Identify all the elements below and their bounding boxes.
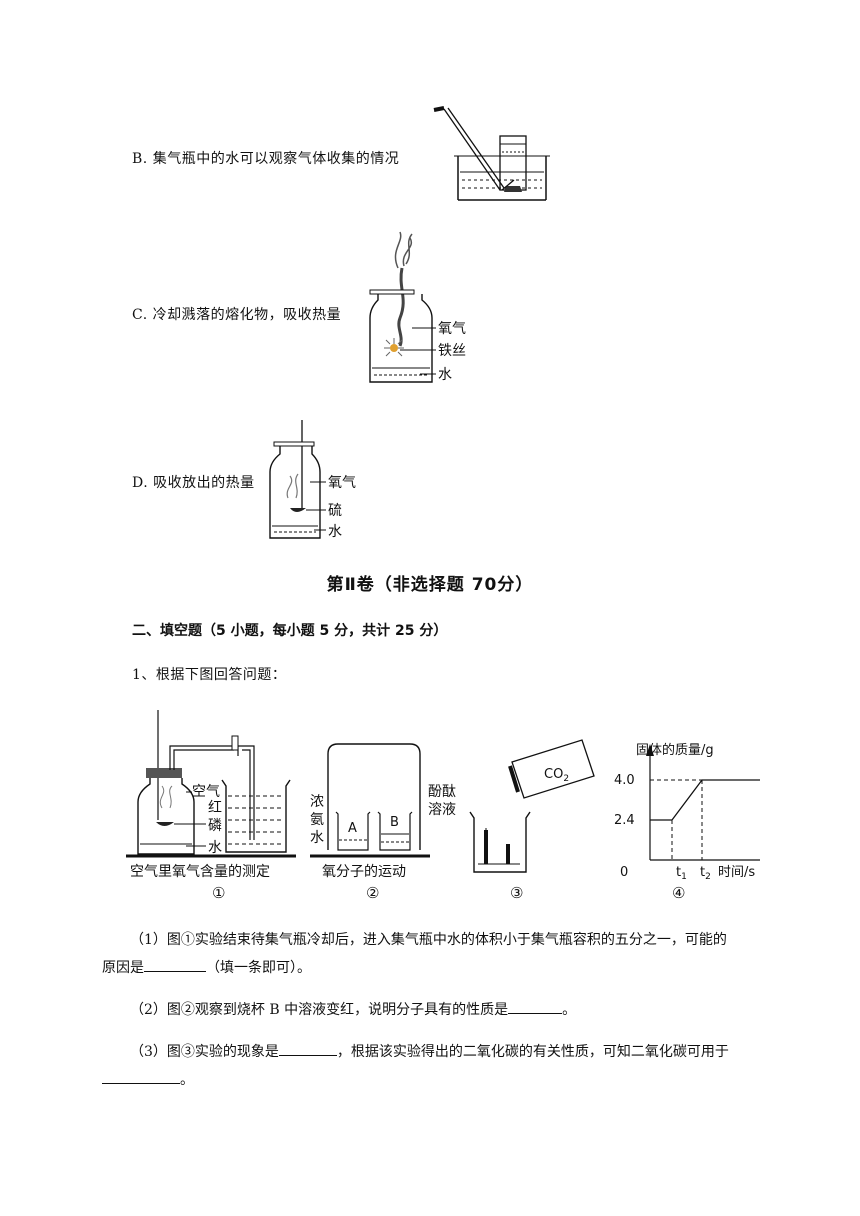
sub2-end: 。: [562, 1002, 577, 1018]
fig2-label-phenolphthalein: 酚酞: [428, 784, 456, 800]
beaker-a-label: A: [348, 821, 357, 836]
fig2-label-3: 水: [310, 830, 324, 846]
fig4-origin: 0: [620, 865, 628, 880]
sub1-reason-label: 原因是: [102, 960, 144, 976]
fig4-y-4-0: 4.0: [614, 773, 635, 788]
part-title: 第Ⅱ卷（非选择题 70分）: [326, 575, 534, 595]
answer-blank-2[interactable]: [508, 999, 563, 1014]
sub-question-1: （1）图①实验结束待集气瓶冷却后，进入集气瓶中水的体积小于集气瓶容积的五分之一，…: [102, 926, 822, 982]
sub3-text-b: ，根据该实验得出的二氧化碳的有关性质，可知二氧化碳可用于: [336, 1044, 729, 1060]
fig4-t2: t2: [700, 865, 711, 882]
label-water-d: 水: [328, 524, 342, 540]
sub3-text-a: （3）图③实验的现象是: [130, 1044, 279, 1060]
sub-question-2: （2）图②观察到烧杯 B 中溶液变红，说明分子具有的性质是 。: [130, 996, 576, 1024]
fig1-label-air: 空气: [192, 784, 220, 800]
option-b: B. 集气瓶中的水可以观察气体收集的情况: [132, 151, 400, 167]
fig2-label-2: 氨: [310, 812, 324, 828]
figure-3-co2: CO2 ③: [469, 739, 595, 902]
sub2-text: （2）图②观察到烧杯 B 中溶液变红，说明分子具有的性质是: [130, 1002, 509, 1018]
iron-wire-combustion-figure: 氧气 铁丝 水: [360, 228, 480, 388]
answer-blank-1[interactable]: [144, 957, 206, 972]
label-oxygen: 氧气: [438, 321, 466, 337]
option-d: D. 吸收放出的热量: [132, 475, 255, 491]
section-heading: 二、填空题（5 小题，每小题 5 分，共计 25 分）: [132, 623, 448, 639]
question-1-prompt: 1、根据下图回答问题：: [132, 667, 287, 683]
water-displacement-figure: [430, 104, 550, 204]
sub3-end: 。: [180, 1072, 194, 1088]
fig4-y-2-4: 2.4: [614, 813, 635, 828]
beaker-b-label: B: [390, 815, 399, 830]
answer-blank-4[interactable]: [102, 1069, 180, 1084]
fig4-curve: [650, 779, 760, 821]
fig1-label-red: 红: [208, 800, 222, 816]
fig2-label-1: 浓: [310, 794, 324, 810]
sub1-hint: （填一条即可）。: [206, 960, 311, 976]
fig1-caption: 空气里氧气含量的测定: [130, 864, 270, 880]
experiment-diagram: 空气 红 磷 水 空气里氧气含量的测定 ① A B 浓 氨 水 酚酞 溶液 氧分…: [126, 700, 766, 910]
fig4-ylabel: 固体的质量/g: [636, 742, 714, 758]
sulfur-combustion-figure: 氧气 硫 水: [266, 418, 386, 544]
fig1-label-phosphorus: 磷: [208, 818, 222, 834]
fig1-number: ①: [212, 884, 225, 902]
fig4-number: ④: [672, 884, 685, 902]
fig2-number: ②: [366, 884, 379, 902]
label-iron-wire: 铁丝: [438, 343, 466, 359]
fig2-caption: 氧分子的运动: [322, 864, 406, 880]
co2-label: CO2: [544, 767, 569, 784]
figure-1-phosphorus: 空气 红 磷 水 空气里氧气含量的测定 ①: [126, 710, 296, 902]
fig2-label-solution: 溶液: [428, 802, 456, 818]
label-sulfur: 硫: [328, 503, 342, 519]
option-c: C. 冷却溅落的熔化物，吸收热量: [132, 307, 342, 323]
answer-blank-3[interactable]: [278, 1041, 337, 1056]
fig1-label-water: 水: [208, 840, 222, 856]
sub1-line-1: （1）图①实验结束待集气瓶冷却后，进入集气瓶中水的体积小于集气瓶容积的五分之一，…: [130, 932, 727, 948]
fig4-t1: t1: [676, 865, 687, 882]
fig3-number: ③: [510, 884, 523, 902]
figure-4-graph: 固体的质量/g 4.0 2.4 0 t1 t2 时间/s ④: [614, 742, 760, 902]
sub-question-3: （3）图③实验的现象是，根据该实验得出的二氧化碳的有关性质，可知二氧化碳可用于 …: [102, 1038, 822, 1094]
fig4-xlabel: 时间/s: [718, 865, 755, 880]
label-oxygen-d: 氧气: [328, 475, 356, 491]
label-water: 水: [438, 367, 452, 383]
figure-2-diffusion: A B 浓 氨 水 酚酞 溶液 氧分子的运动 ②: [310, 743, 456, 902]
